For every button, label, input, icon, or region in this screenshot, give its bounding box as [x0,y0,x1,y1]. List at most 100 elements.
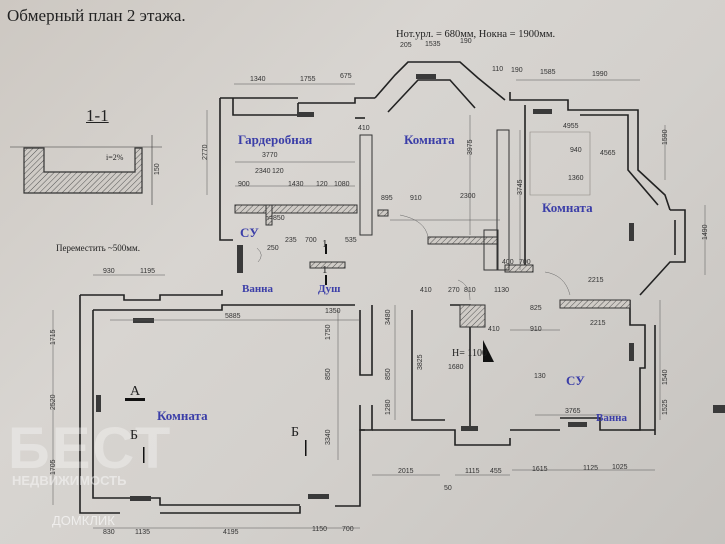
room-label-room-big: Комната [157,408,208,423]
dim-text: 1540 [662,369,669,385]
dim-text: 1430 [288,181,304,188]
dim-text: 110 [492,66,503,73]
radiator [629,223,634,241]
radiator [297,112,314,117]
room-label-wardrobe: Гардеробная [238,132,313,147]
dim-text: 2015 [398,468,414,475]
room-label-shower: Душ [318,283,341,295]
watermark-domclick: ДОМКЛИК [52,513,115,528]
dim-text: 455 [490,468,502,475]
dim-text: 5885 [225,313,241,320]
dim-text: 910 [530,326,542,333]
move-note: Переместить ~500мм. [56,243,140,253]
dim-text: 910 [410,195,422,202]
radiator [237,245,243,273]
section-mark-a: A [130,384,141,399]
section-1-1-drawing [10,135,162,205]
dim-text: 50 [444,485,452,492]
dim-text: 930 [103,268,115,275]
dim-text: 410 [488,326,500,333]
dim-text: 1535 [425,41,441,48]
fixtures [125,244,494,463]
room-label-bath-right: Ванна [596,412,628,424]
dim-text: 825 [530,305,542,312]
dim-text: 2340 [255,168,271,175]
dim-text: 1590 [662,129,669,145]
dimension-texts: 1340 1755 675 205 1535 190 110 190 1585 … [50,38,709,536]
dim-text: 3765 [565,408,581,415]
dim-text: 2300 [460,193,476,200]
dim-text: 2520 [50,394,57,410]
dim-text: 400 [502,259,514,266]
door-swings [256,214,571,301]
dim-text: 1130 [494,287,509,294]
dim-text: 150 [154,163,161,175]
height-label-1100: H= 1100 [452,348,487,359]
page-title: Обмерный план 2 этажа. [7,6,186,25]
room-label-room-top: Комната [404,132,455,147]
room-label-bath-left: Ванна [242,283,274,295]
dim-text: 1150 [312,526,327,533]
dim-text: 810 [464,287,476,294]
section-mark [325,275,327,285]
dim-text: 1615 [532,466,548,473]
dim-text: 2215 [588,277,604,284]
radiator [308,494,329,499]
arrow-b-left [143,447,145,463]
dim-text: 1705 [50,459,57,475]
stair-icon [483,340,494,362]
radiator [461,426,478,431]
dim-text: 4195 [223,529,239,536]
dim-text: 3480 [385,309,392,325]
dim-text: 1715 [50,329,57,345]
dim-text: 3975 [467,139,474,155]
section-label: 1-1 [86,106,109,125]
dim-text: 2215 [590,320,606,327]
watermark-brand: БЕСТ [8,416,173,481]
dim-text: 205 [400,42,412,49]
dim-text: 250 [267,245,279,252]
radiator [713,405,725,413]
slope-label: i=2% [106,153,124,162]
dim-text: 1115 [465,468,480,475]
radiator [133,318,154,323]
dim-text: 1280 [385,399,392,415]
section-mark-b: Б [130,428,139,443]
room-label-wc-left: СУ [240,225,259,240]
dim-text: 2770 [202,144,209,160]
dim-text: 900 [238,181,250,188]
dim-text: 1340 [250,76,266,83]
pencil-note: 4565 [600,150,616,157]
radiator [130,496,151,501]
radiator [416,74,436,79]
section-mark-1: 1 [322,238,328,250]
walls [79,61,686,514]
dim-text: h=850 [265,215,285,222]
dim-text: 1750 [325,324,332,340]
dim-text: 895 [381,195,393,202]
pencil-note: 1360 [568,175,584,182]
dim-text: 190 [511,67,523,74]
dim-text: 1990 [592,71,608,78]
dim-text: 3745 [517,179,524,195]
dim-text: 410 [358,125,370,132]
room-label-wc-right: СУ [566,373,585,388]
section-mark [325,244,327,254]
dim-text: 130 [534,373,546,380]
dim-text: 270 [448,287,460,294]
dim-text: 190 [460,38,472,45]
dim-text: 535 [345,237,357,244]
radiators [96,74,725,501]
dim-text: 3825 [417,354,424,370]
arrow-b-right [305,440,307,456]
watermark-brand-sub: НЕДВИЖИМОСТЬ [12,473,127,488]
dim-text: 1195 [140,268,155,275]
dim-text: 1080 [334,181,350,188]
dim-text: 1755 [300,76,316,83]
radiator [629,343,634,361]
dim-text: 850 [325,368,332,380]
radiator [96,395,101,412]
dim-text: 1135 [135,529,150,536]
